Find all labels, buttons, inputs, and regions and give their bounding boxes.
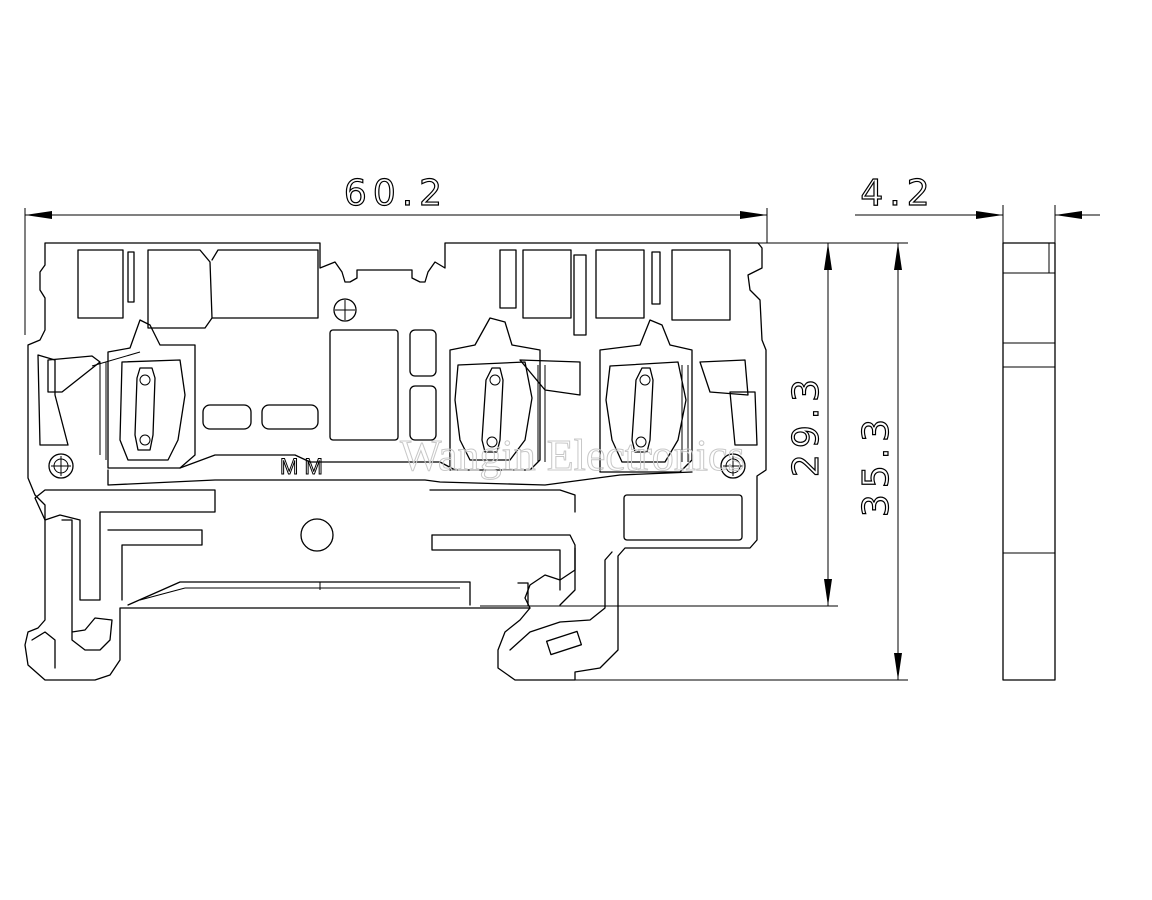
top-slot-3 xyxy=(211,249,319,319)
total-height-arrow-bottom xyxy=(894,653,902,680)
bottom-rail xyxy=(127,581,471,606)
side-view xyxy=(1002,242,1056,681)
width-label: 60.2 xyxy=(344,173,448,214)
inner-height-dimension: 29.3 xyxy=(480,242,908,607)
top-slot-8 xyxy=(651,251,661,305)
label-window-2 xyxy=(261,404,319,430)
thickness-dimension: 4.2 xyxy=(855,172,1100,243)
center-window xyxy=(329,329,399,441)
top-slot-9 xyxy=(671,249,731,321)
total-height-arrow-top xyxy=(894,243,902,270)
part-marking: M M xyxy=(280,454,323,479)
right-foot-tab xyxy=(545,630,583,656)
screw-mark-top xyxy=(333,298,357,322)
busbar xyxy=(107,469,693,486)
total-height-label: 35.3 xyxy=(856,413,897,517)
inner-height-label: 29.3 xyxy=(786,373,827,477)
watermark: Wangin Electronics xyxy=(400,431,745,480)
spring-clamp-2 xyxy=(449,317,581,471)
left-foot-hook xyxy=(61,519,113,651)
label-window-1 xyxy=(202,404,252,430)
top-slot-divider-1 xyxy=(127,251,135,303)
top-slot-7 xyxy=(595,249,645,319)
side-view-outline xyxy=(1002,242,1056,681)
right-flange xyxy=(729,391,758,446)
busbar-top-edge xyxy=(179,454,456,471)
left-foot-edge xyxy=(31,631,56,669)
thickness-label: 4.2 xyxy=(860,173,935,214)
top-slot-5 xyxy=(522,249,572,319)
right-upper-recess xyxy=(429,489,576,513)
inner-height-arrow-top xyxy=(824,243,832,270)
thickness-arrow-left xyxy=(976,211,1003,219)
rail-line xyxy=(139,587,186,601)
width-arrow-left xyxy=(25,211,52,219)
screw-mark-right xyxy=(720,453,746,479)
inner-channel-right xyxy=(431,534,576,606)
screw-mark-left xyxy=(48,453,74,479)
thickness-arrow-right xyxy=(1055,211,1082,219)
right-lever xyxy=(699,359,749,396)
top-slot-1 xyxy=(77,249,124,319)
left-flange xyxy=(37,354,69,446)
width-arrow-right xyxy=(740,211,767,219)
spring-clamp-3 xyxy=(599,319,693,473)
left-foot-recess xyxy=(34,489,216,601)
center-slot-lower xyxy=(409,385,437,441)
top-slot-4 xyxy=(499,249,517,309)
center-slot-upper xyxy=(409,329,437,377)
inner-height-arrow-bottom xyxy=(824,579,832,606)
width-dimension: 60.2 xyxy=(24,172,768,335)
inner-channel-right-inner xyxy=(431,534,561,591)
top-slot-6 xyxy=(573,254,587,336)
right-label-window xyxy=(623,494,743,541)
front-view: M M xyxy=(24,242,767,681)
total-height-dimension: 35.3 xyxy=(560,243,908,681)
right-foot-latch xyxy=(524,547,576,609)
spring-clamp-1 xyxy=(91,319,196,469)
top-slot-2 xyxy=(147,249,213,329)
right-foot-hook xyxy=(509,551,613,651)
right-foot-notch xyxy=(517,582,529,606)
inner-channel-left xyxy=(107,529,203,601)
left-lever xyxy=(47,355,101,393)
center-hole xyxy=(300,518,334,552)
housing-outline xyxy=(24,242,767,681)
